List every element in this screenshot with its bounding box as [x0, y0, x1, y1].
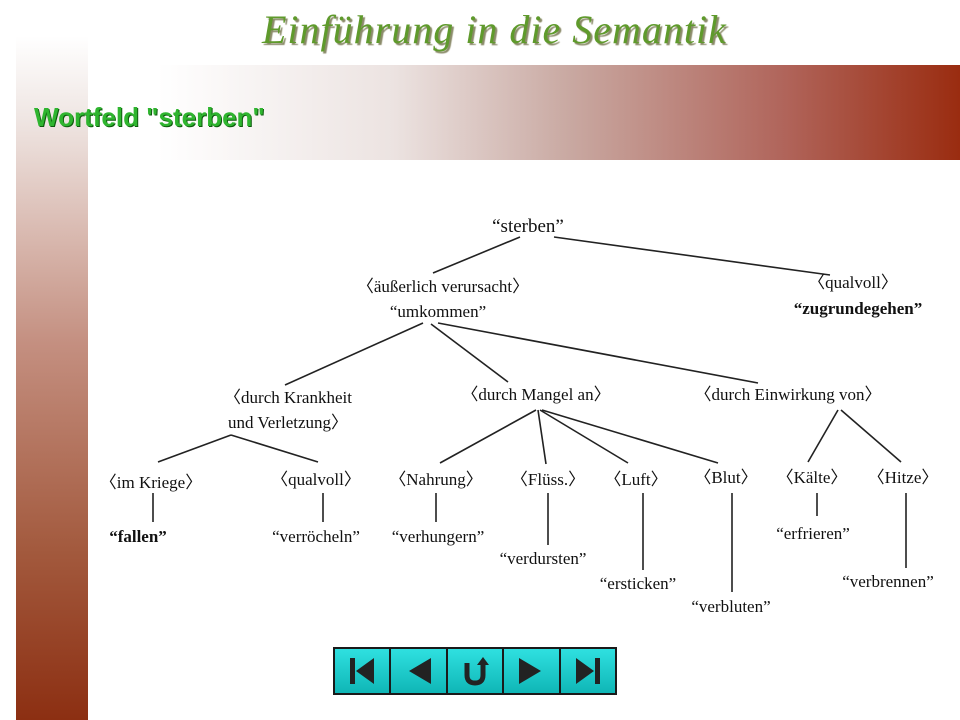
edge-cause1-leaf2 [230, 434, 319, 463]
branch-2-feature: 〈qualvoll〉 [808, 273, 898, 292]
edge-cause1-leaf1 [157, 434, 232, 463]
edge-branch1-cause1 [284, 322, 424, 386]
leaf-2-feature: 〈qualvoll〉 [271, 470, 361, 489]
leaf-7-word: “erfrieren” [776, 524, 850, 543]
header-title: Einführung in die Semantik [262, 7, 727, 52]
title-gradient-band [88, 65, 960, 160]
branch-1-word: “umkommen” [390, 302, 486, 321]
leaf-1-word: “fallen” [109, 527, 167, 546]
previous-slide-button[interactable] [391, 649, 448, 693]
next-slide-icon [519, 658, 542, 684]
edge-cause2-leaf4 [537, 409, 547, 465]
root-label: “sterben” [492, 216, 564, 237]
word-field-tree-diagram: “sterben” 〈äußerlich verursacht〉 “umkomm… [88, 200, 960, 630]
tree-edges [152, 236, 907, 592]
edge-cause3-leaf7 [807, 409, 839, 463]
return-button[interactable] [447, 649, 505, 693]
leaf-3-word: “verhungern” [392, 527, 485, 546]
edge-cause2-leaf5 [539, 409, 629, 464]
slide-navigation-bar [333, 647, 617, 695]
cause-1-line2: und Verletzung〉 [228, 413, 348, 432]
cause-2: 〈durch Mangel an〉 [461, 385, 610, 404]
leaf-5-word: “ersticken” [600, 574, 676, 593]
first-slide-button[interactable] [335, 649, 392, 693]
leaf-3-feature: 〈Nahrung〉 [389, 470, 482, 489]
leaf-5-feature: 〈Luft〉 [604, 470, 667, 489]
leaf-6-word: “verbluten” [691, 597, 770, 616]
first-slide-icon [350, 658, 375, 684]
cause-3: 〈durch Einwirkung von〉 [695, 385, 882, 404]
next-slide-button[interactable] [504, 649, 561, 693]
edge-branch1-cause3 [437, 322, 759, 384]
leaf-4-feature: 〈Flüss.〉 [511, 470, 585, 489]
edge-root-branch2 [553, 236, 831, 276]
tree-labels: “sterben” 〈äußerlich verursacht〉 “umkomm… [100, 216, 939, 616]
leaf-8-feature: 〈Hitze〉 [868, 468, 939, 487]
branch-2-word: “zugrundegehen” [794, 299, 922, 318]
previous-slide-icon [408, 658, 431, 684]
edge-branch1-cause2 [430, 323, 509, 383]
tree-svg: “sterben” 〈äußerlich verursacht〉 “umkomm… [100, 216, 939, 616]
last-slide-icon [575, 658, 600, 684]
leaf-7-feature: 〈Kälte〉 [777, 468, 848, 487]
slide-title: Wortfeld "sterben" [34, 102, 265, 132]
leaf-2-word: “verröcheln” [272, 527, 360, 546]
last-slide-button[interactable] [560, 649, 616, 693]
edge-root-branch1 [432, 236, 521, 274]
cause-1-line1: 〈durch Krankheit [224, 388, 352, 407]
edge-cause2-leaf3 [439, 409, 537, 464]
leaf-4-word: “verdursten” [500, 549, 587, 568]
leaf-6-feature: 〈Blut〉 [694, 468, 757, 487]
edge-cause3-leaf8 [840, 409, 902, 463]
leaf-1-feature: 〈im Kriege〉 [100, 473, 202, 492]
left-gradient-bar [16, 36, 88, 720]
leaf-8-word: “verbrennen” [842, 572, 934, 591]
branch-1-feature: 〈äußerlich verursacht〉 [357, 277, 529, 296]
edge-cause2-leaf6 [541, 409, 719, 464]
return-icon [464, 657, 490, 686]
